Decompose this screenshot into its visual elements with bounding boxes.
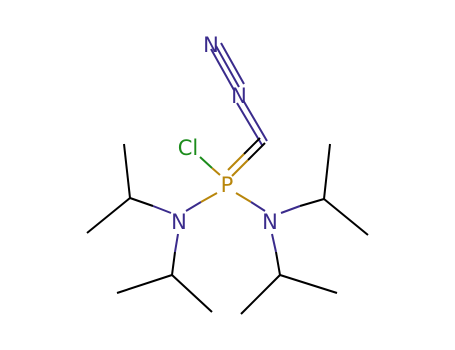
diazo-triple-bond bbox=[210, 42, 245, 91]
carbon-phosphorus-double-bond bbox=[227, 137, 266, 177]
chlorine-label: Cl bbox=[178, 136, 199, 160]
right-upper-isopropyl bbox=[280, 143, 369, 236]
diazo-nitrogen-outer-label: N bbox=[203, 33, 219, 57]
diazo-nitrogen-inner-label: N bbox=[231, 84, 247, 108]
phosphorus-chlorine-bond bbox=[199, 156, 221, 176]
right-lower-isopropyl bbox=[240, 233, 338, 315]
left-lower-isopropyl bbox=[116, 233, 213, 313]
diazo-carbon-double-bond bbox=[236, 99, 268, 146]
phosphorus-nitrogen-left-bond bbox=[185, 192, 218, 212]
nitrogen-left-label: N bbox=[171, 210, 187, 234]
nitrogen-right-label: N bbox=[262, 210, 278, 234]
phosphorus-label: P bbox=[221, 173, 234, 197]
phosphorus-nitrogen-right-bond bbox=[235, 192, 266, 212]
left-upper-isopropyl bbox=[86, 143, 172, 234]
